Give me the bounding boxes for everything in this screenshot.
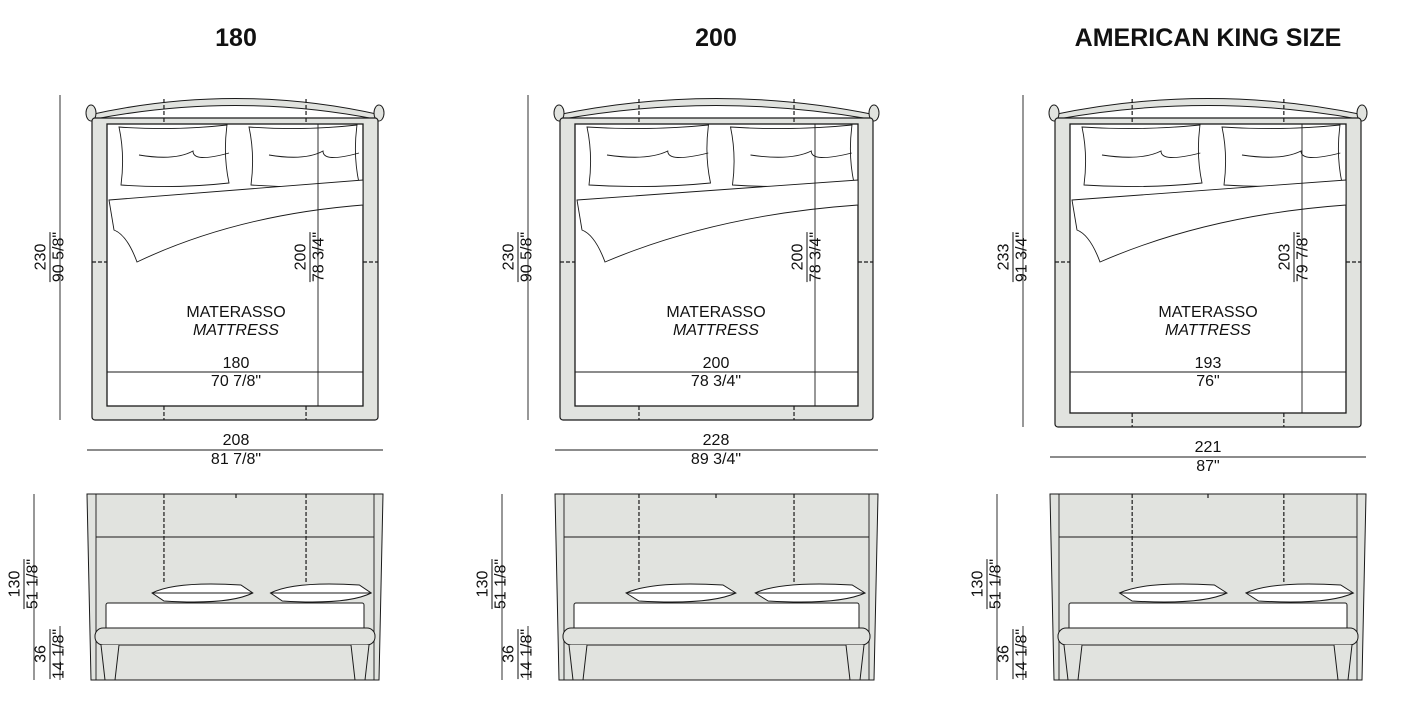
height-label-in: 51 1/8" — [23, 558, 42, 610]
pillow-elevation-2 — [1244, 583, 1355, 603]
mattress-elevation — [573, 602, 860, 631]
bed-variant-2 — [996, 95, 1368, 681]
headboard-top — [1050, 98, 1366, 120]
mattress-width-cm: 200 — [702, 355, 730, 372]
mattress-length-label-in: 79 7/8" — [1293, 231, 1312, 283]
mattress-width-in: 76" — [1196, 373, 1220, 390]
overall-width-in: 81 7/8" — [210, 451, 262, 468]
mattress-length-label-cm: 200 — [789, 243, 807, 271]
pillow-elevation-1 — [1118, 583, 1228, 603]
base-height-label-in: 14 1/8" — [49, 628, 68, 680]
mattress-length-label-cm: 200 — [292, 243, 310, 271]
pillow-1 — [1081, 124, 1203, 188]
height-label-in: 51 1/8" — [986, 558, 1005, 610]
mattress-width-in: 78 3/4" — [690, 373, 742, 390]
headboard-end-right — [373, 104, 385, 122]
variant-title: 180 — [215, 24, 257, 52]
mattress-width-in: 70 7/8" — [210, 373, 262, 390]
mattress-label-en: MATTRESS — [193, 322, 279, 339]
overall-width-in: 87" — [1196, 458, 1220, 475]
base-height-label-in: 14 1/8" — [517, 628, 536, 680]
mattress-length-label-in: 78 3/4" — [309, 231, 328, 283]
bed-variant-0 — [33, 95, 385, 681]
height-label-cm: 130 — [6, 570, 24, 598]
mattress-label-en: MATTRESS — [1165, 322, 1251, 339]
headboard-end-right — [868, 104, 880, 122]
leg-right — [845, 644, 865, 681]
overall-width-cm: 221 — [1194, 439, 1222, 456]
height-label-in: 51 1/8" — [491, 558, 510, 610]
bed-base-elevation — [94, 627, 376, 646]
overall-length-label-cm: 230 — [500, 243, 518, 271]
headboard-top — [555, 98, 878, 120]
duvet — [108, 179, 364, 263]
leg-left — [1063, 644, 1083, 681]
leg-right — [1333, 644, 1353, 681]
height-label-cm: 130 — [969, 570, 987, 598]
leg-left — [568, 644, 588, 681]
overall-length-label-cm: 233 — [995, 243, 1013, 271]
headboard-end-right — [1356, 104, 1368, 122]
pillow-elevation-1 — [625, 583, 737, 603]
pillow-elevation-1 — [151, 583, 254, 603]
bed-variant-1 — [501, 95, 880, 681]
mattress-length-label-cm: 203 — [1276, 243, 1294, 271]
base-height-label-cm: 36 — [995, 645, 1013, 663]
pillow-elevation-2 — [754, 583, 867, 603]
leg-left — [100, 644, 120, 681]
overall-length-label-in: 90 5/8" — [49, 231, 68, 283]
variant-title: 200 — [695, 24, 737, 52]
mattress-label: MATERASSO — [666, 304, 766, 321]
mattress-length-label-in: 78 3/4" — [806, 231, 825, 283]
mattress-width-cm: 180 — [222, 355, 250, 372]
leg-right — [350, 644, 370, 681]
duvet — [1071, 179, 1347, 263]
headboard-end-left — [553, 104, 565, 122]
mattress-label-en: MATTRESS — [673, 322, 759, 339]
overall-width-cm: 208 — [222, 432, 250, 449]
headboard-end-left — [85, 104, 97, 122]
mattress-width-cm: 193 — [1194, 355, 1222, 372]
base-height-label-cm: 36 — [500, 645, 518, 663]
base-height-label-cm: 36 — [32, 645, 50, 663]
height-label-cm: 130 — [474, 570, 492, 598]
overall-length-label-in: 91 3/4" — [1012, 231, 1031, 283]
mattress-elevation — [105, 602, 365, 631]
mattress-label: MATERASSO — [1158, 304, 1258, 321]
overall-length-label-in: 90 5/8" — [517, 231, 536, 283]
pillow-1 — [118, 124, 230, 188]
headboard-end-left — [1048, 104, 1060, 122]
mattress-label: MATERASSO — [186, 304, 286, 321]
variant-title: AMERICAN KING SIZE — [1074, 24, 1342, 52]
overall-length-label-cm: 230 — [32, 243, 50, 271]
mattress-elevation — [1068, 602, 1348, 631]
base-height-label-in: 14 1/8" — [1012, 628, 1031, 680]
duvet — [576, 179, 859, 263]
overall-width-in: 89 3/4" — [690, 451, 742, 468]
bed-base-elevation — [562, 627, 871, 646]
bed-base-elevation — [1057, 627, 1359, 646]
pillow-elevation-2 — [269, 583, 373, 603]
overall-width-cm: 228 — [702, 432, 730, 449]
headboard-top — [87, 98, 383, 120]
pillow-1 — [586, 124, 712, 188]
